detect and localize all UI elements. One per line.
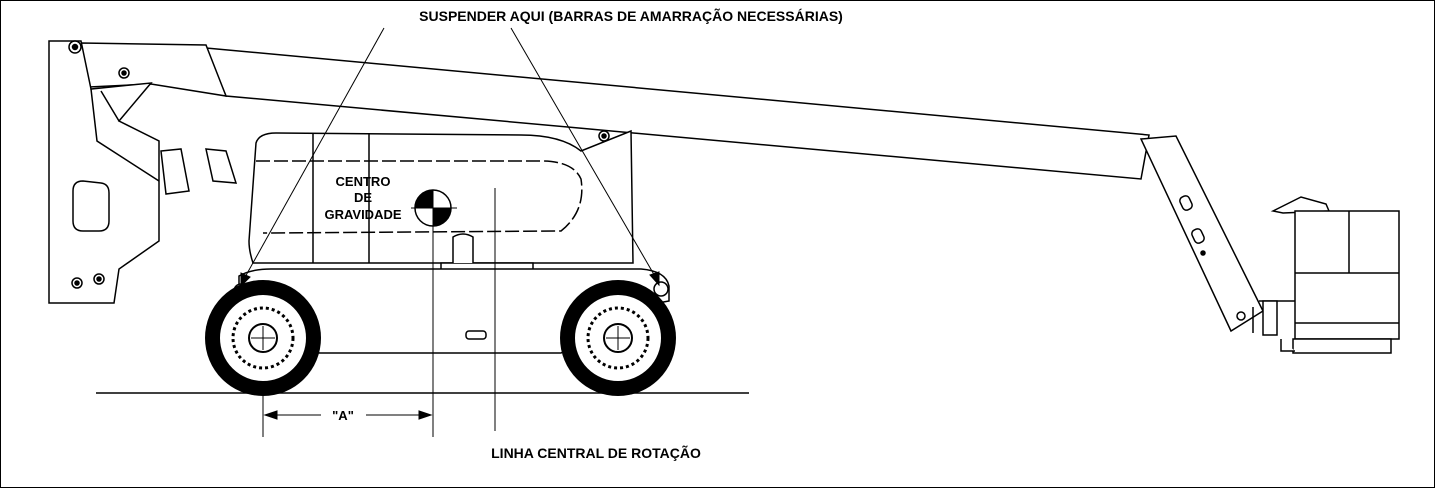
platform-basket — [1252, 196, 1400, 354]
dimension-a-label: "A" — [332, 408, 354, 423]
telescopic-boom — [80, 42, 1150, 180]
center-line-label: LINHA CENTRAL DE ROTAÇÃO — [491, 444, 701, 461]
cg-label-line2: DE — [354, 190, 372, 205]
rear-wheel — [560, 280, 676, 396]
cg-label-line3: GRAVIDADE — [324, 207, 401, 222]
cg-label-line1: CENTRO — [336, 174, 391, 189]
dimension-a-arrow — [263, 410, 433, 420]
jib-arm — [1139, 135, 1264, 333]
riser-arm — [48, 40, 238, 304]
lift-point-leaders — [240, 27, 660, 288]
lift-point-label: SUSPENDER AQUI (BARRAS DE AMARRAÇÃO NECE… — [419, 7, 843, 24]
front-wheel — [205, 280, 321, 396]
